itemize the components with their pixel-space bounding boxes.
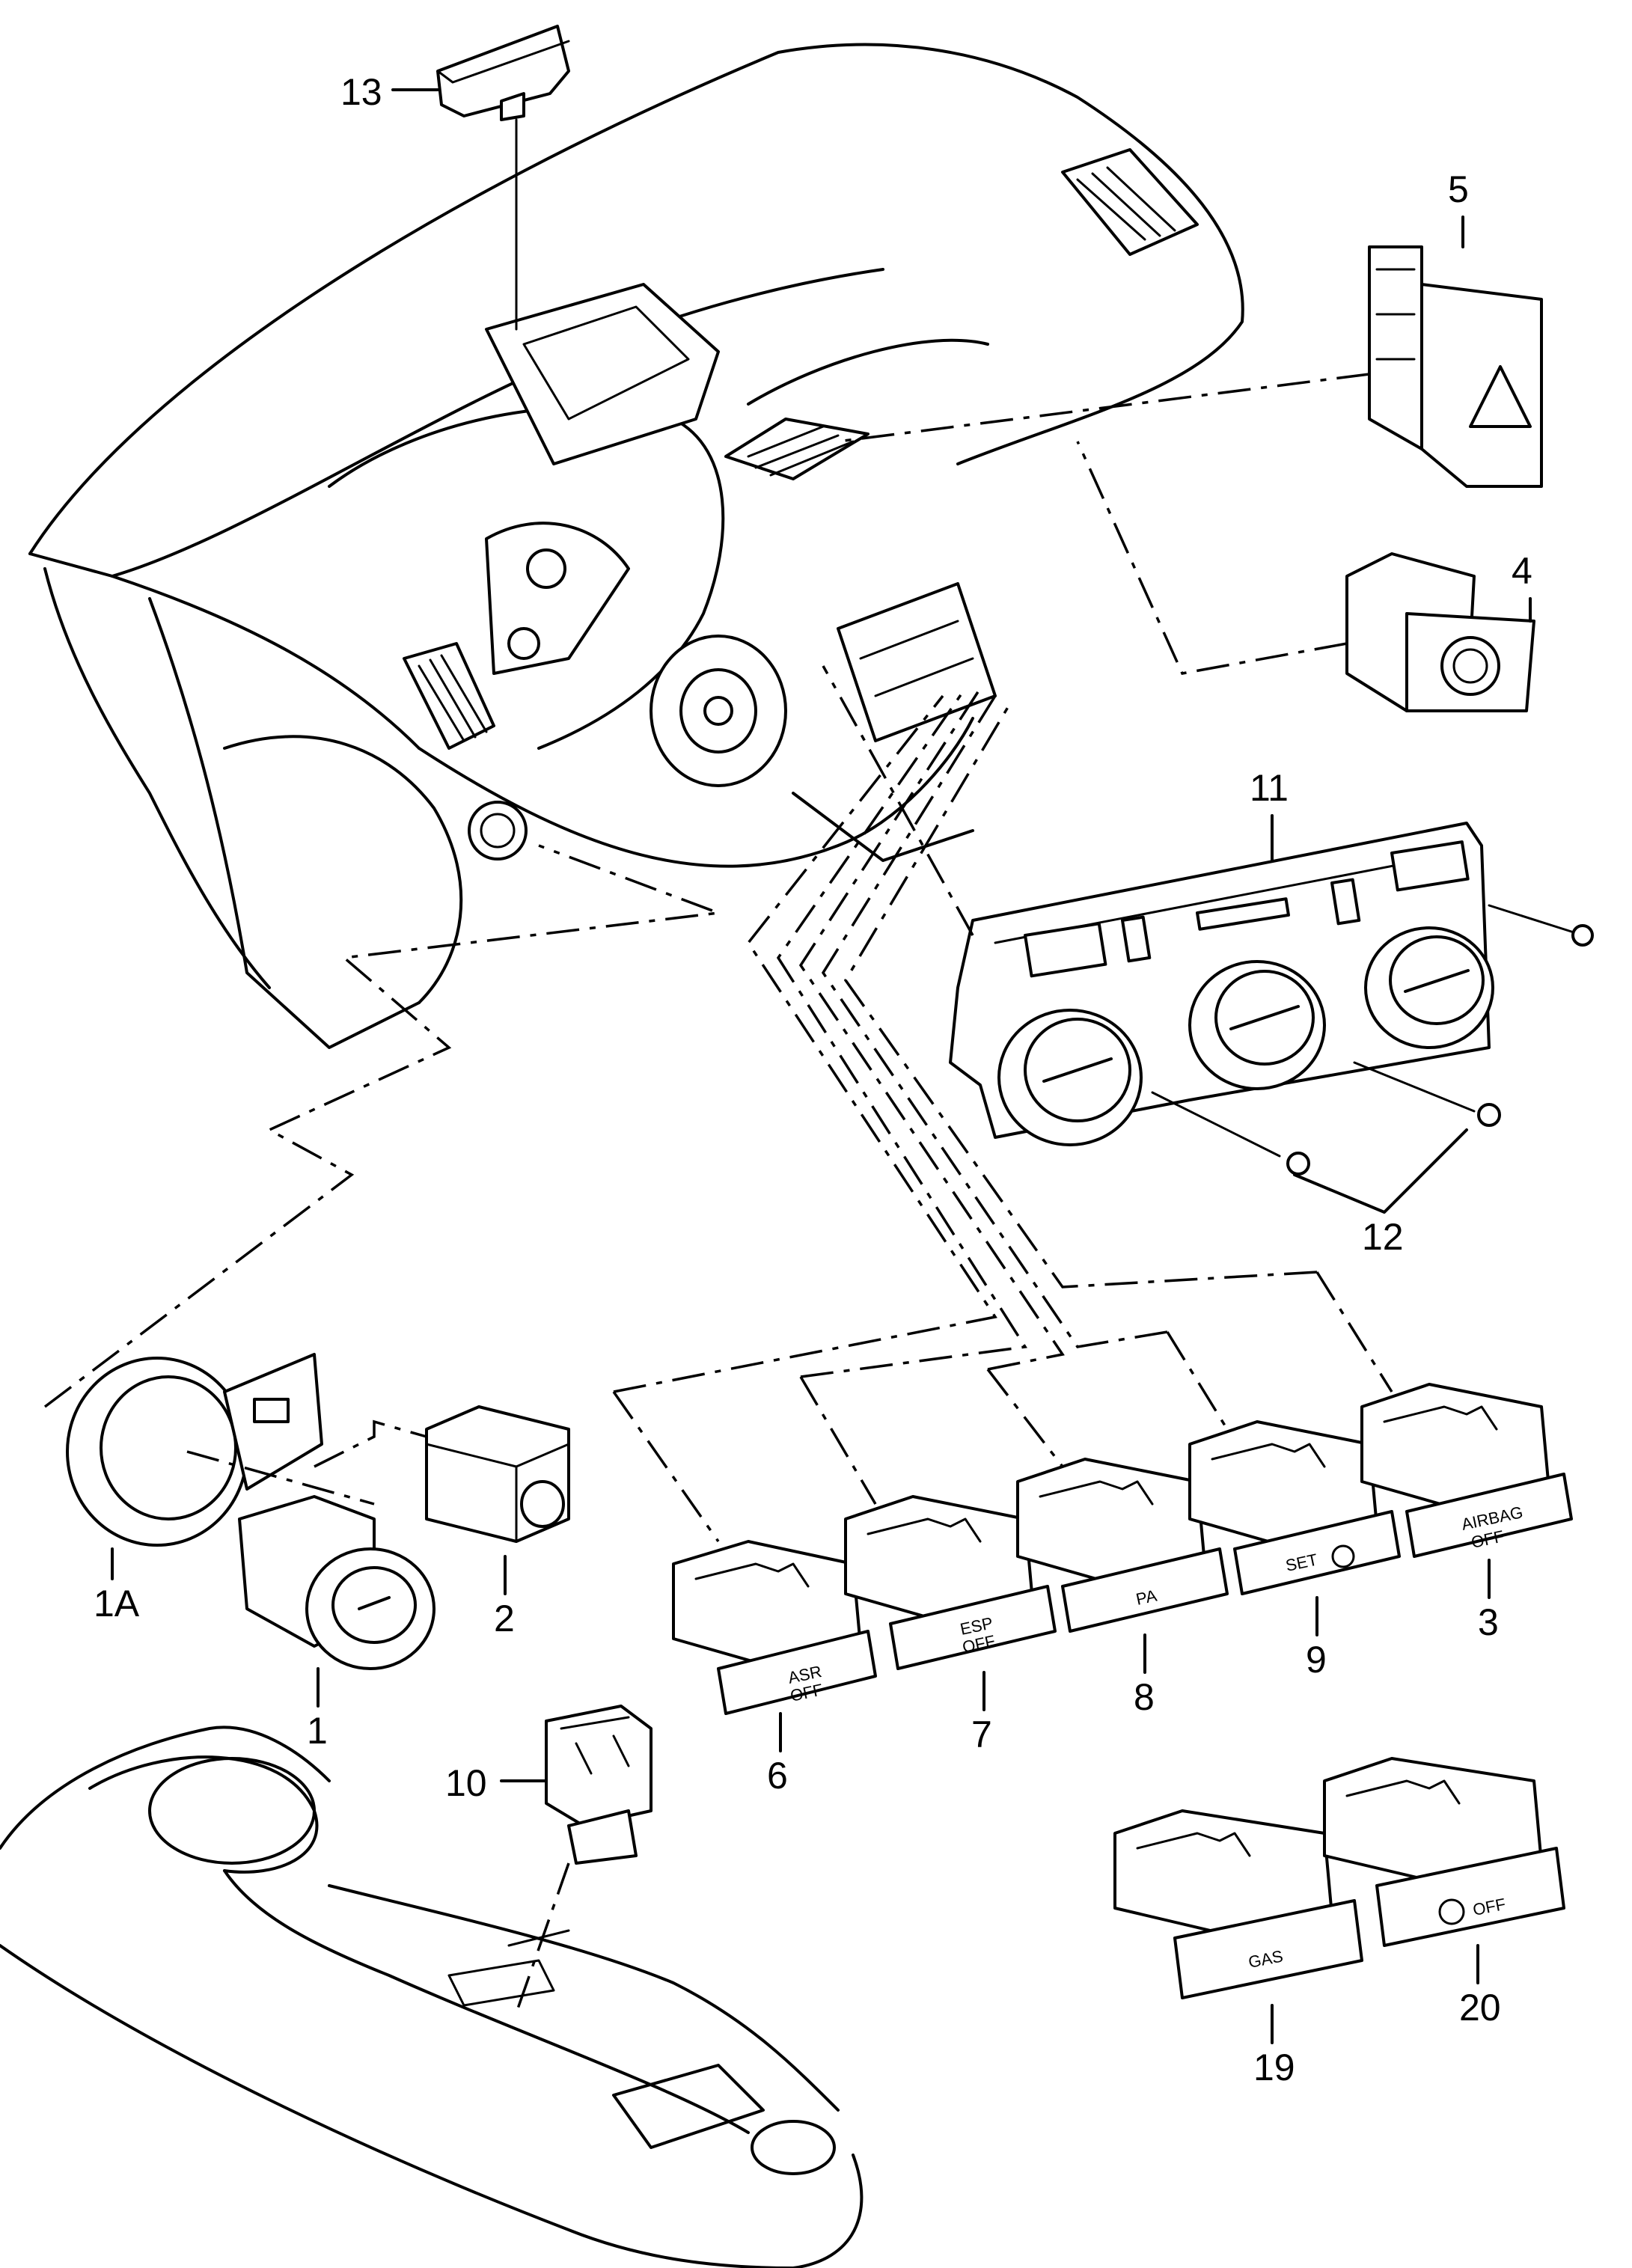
air-vent-left xyxy=(403,642,495,750)
callout-1: 1 xyxy=(307,1710,328,1752)
callout-2: 2 xyxy=(494,1598,515,1639)
climate-knob-left[interactable] xyxy=(997,1009,1143,1146)
callout-9: 9 xyxy=(1306,1639,1327,1681)
callout-12: 12 xyxy=(1362,1216,1404,1258)
climate-knob-center[interactable] xyxy=(1188,960,1326,1090)
pa-label: PA xyxy=(1134,1586,1159,1609)
light-switch-opening xyxy=(468,801,528,861)
callout-6: 6 xyxy=(767,1755,788,1797)
callout-10: 10 xyxy=(445,1762,487,1804)
callout-8: 8 xyxy=(1134,1676,1155,1718)
part-12-screw[interactable] xyxy=(1488,904,1594,947)
part-1-light-switch[interactable] xyxy=(238,1495,435,1670)
rear-fog-icon xyxy=(1440,636,1500,696)
part-12-screw[interactable] xyxy=(1151,1091,1310,1176)
hazard-triangle-icon xyxy=(1469,365,1532,428)
part-1A-bezel[interactable] xyxy=(66,1353,323,1547)
callout-11: 11 xyxy=(1250,767,1289,809)
callout-1A: 1A xyxy=(94,1583,140,1624)
climate-knob-right[interactable] xyxy=(1364,926,1494,1049)
callout-3: 3 xyxy=(1478,1601,1499,1643)
callout-7: 7 xyxy=(971,1714,992,1755)
part-20-start-stop-switch[interactable]: OFF xyxy=(1323,1757,1565,1947)
callout-19: 19 xyxy=(1253,2047,1295,2088)
part-4-switch[interactable] xyxy=(1345,552,1535,712)
callout-5: 5 xyxy=(1448,168,1469,210)
part-9-set-switch[interactable]: SET xyxy=(1188,1420,1401,1595)
part-19-gas-switch[interactable]: GAS xyxy=(1113,1809,1363,1999)
part-12-screw[interactable] xyxy=(1353,1061,1501,1127)
part-3-airbag-switch[interactable]: AIRBAG OFF xyxy=(1360,1383,1573,1558)
part-8-pa-switch[interactable]: PA xyxy=(1016,1458,1229,1633)
part-11-climate-control-panel[interactable] xyxy=(949,822,1494,1146)
tire-pressure-icon xyxy=(1331,1544,1355,1568)
part-5-hazard-switch[interactable] xyxy=(1368,245,1543,488)
callout-20: 20 xyxy=(1459,1987,1501,2029)
part-6-asr-switch[interactable]: ASR OFF xyxy=(672,1540,877,1715)
steering-column xyxy=(650,635,787,787)
auto-start-stop-icon xyxy=(1438,1898,1465,1925)
part-2-module[interactable] xyxy=(425,1405,570,1543)
center-display-recess xyxy=(485,283,720,465)
climate-panel-opening xyxy=(837,582,997,742)
part-7-esp-switch[interactable]: ESP OFF xyxy=(844,1495,1057,1670)
part-13-cover[interactable] xyxy=(436,25,570,121)
instrument-cluster xyxy=(485,522,630,675)
callout-13: 13 xyxy=(340,71,382,113)
part-10-switch[interactable] xyxy=(545,1705,653,1865)
air-vent-center xyxy=(724,418,870,480)
dashboard-outline xyxy=(28,43,1244,1049)
callout-4: 4 xyxy=(1512,550,1532,592)
center-console xyxy=(0,1726,864,2268)
air-vent-right xyxy=(1061,148,1199,256)
